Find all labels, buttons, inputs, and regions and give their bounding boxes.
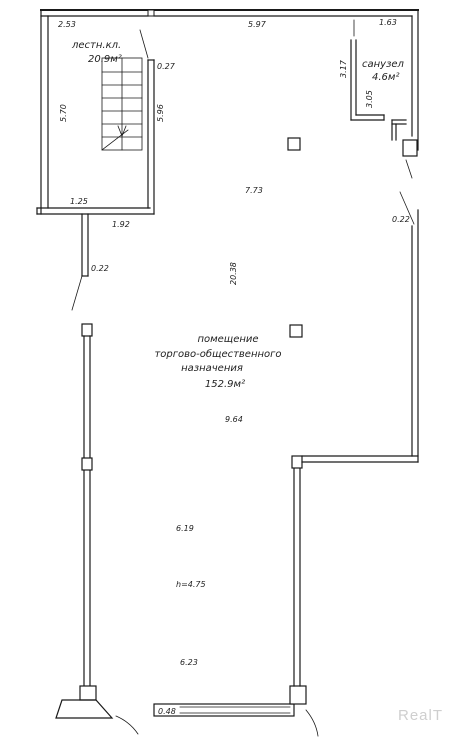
watermark: RealT (398, 707, 443, 724)
staircase (101, 57, 143, 151)
dim-0-27: 0.27 (157, 62, 176, 71)
dim-6-19: 6.19 (176, 524, 194, 533)
left-wall (71, 213, 97, 701)
dim-9-64: 9.64 (225, 415, 243, 424)
dim-0-48: 0.48 (158, 707, 176, 716)
dim-3-17: 3.17 (339, 59, 348, 78)
dim-6-23: 6.23 (180, 658, 198, 667)
stairwell-name: лестн.кл. (71, 40, 121, 51)
dim-2-53: 2.53 (58, 20, 76, 29)
dim-3-05: 3.05 (365, 90, 374, 108)
dim-0-22-right: 0.22 (392, 215, 410, 224)
main-room-name-line2: торгово-общественного (154, 348, 281, 360)
main-room-area: 152.9м² (205, 379, 245, 390)
dim-0-22-left: 0.22 (91, 264, 109, 273)
column (287, 137, 301, 151)
inner-right-walls (291, 191, 419, 687)
dim-5-96: 5.96 (156, 104, 165, 122)
dim-5-70: 5.70 (59, 104, 68, 122)
bottom-window (153, 685, 319, 737)
main-room-name-line1: помещение (197, 334, 258, 345)
column (289, 324, 303, 338)
dim-1-92: 1.92 (112, 220, 130, 229)
main-room-name-line3: назначения (181, 363, 243, 374)
bathroom-area: 4.6м² (372, 72, 399, 83)
dim-20-38: 20.38 (229, 262, 238, 285)
dim-7-73: 7.73 (245, 186, 263, 195)
bathroom-name: санузел (362, 59, 405, 70)
dim-5-97: 5.97 (248, 20, 267, 29)
height-label: h=4.75 (176, 580, 206, 589)
top-wall (40, 9, 419, 17)
dim-1-63: 1.63 (379, 18, 397, 27)
entrance-step (55, 699, 139, 735)
stairwell-walls (36, 9, 155, 215)
stairwell-area: 20.9м² (88, 54, 122, 65)
bathroom-walls (350, 9, 419, 179)
dim-1-25: 1.25 (70, 197, 88, 206)
